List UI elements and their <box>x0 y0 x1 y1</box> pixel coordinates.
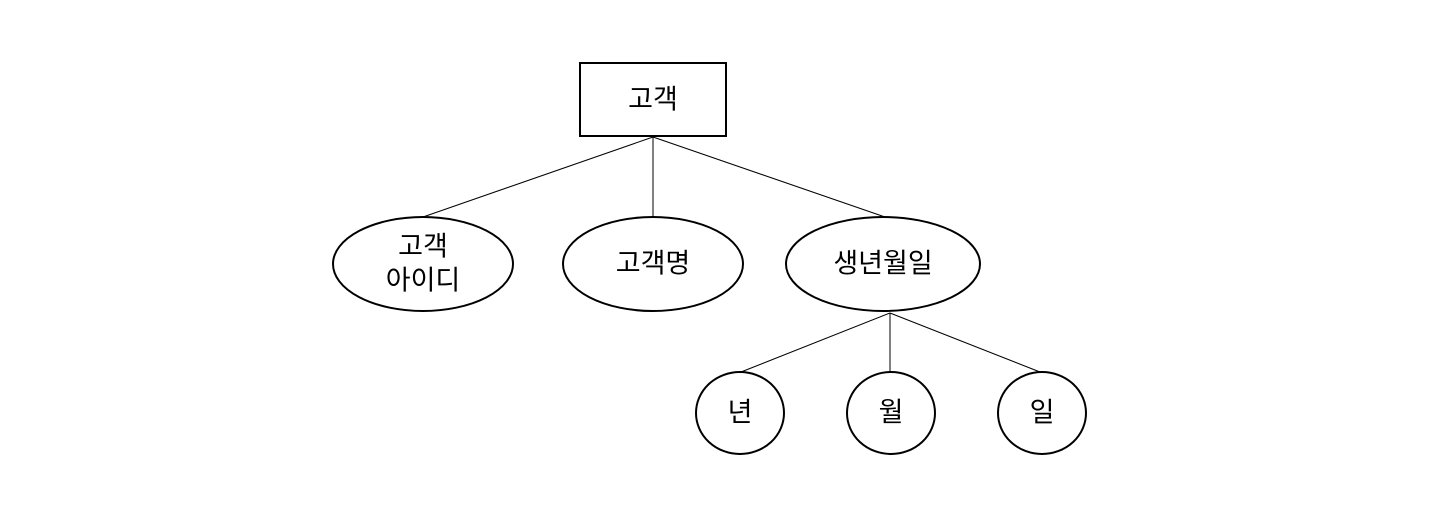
attribute-label-line1: 고객 <box>398 232 448 263</box>
sub-attribute-label: 일 <box>1030 398 1055 429</box>
edge-entity-to-customer-id <box>422 136 654 218</box>
sub-attribute-month: 월 <box>846 371 936 455</box>
edge-birth-date-to-year <box>740 312 891 373</box>
sub-attribute-ellipse <box>997 371 1087 455</box>
entity-customer: 고객 <box>579 62 727 137</box>
sub-attribute-day: 일 <box>997 371 1087 455</box>
attribute-ellipse <box>562 216 744 312</box>
sub-attribute-ellipse <box>846 371 936 455</box>
sub-attribute-label: 년 <box>728 398 753 429</box>
entity-box <box>579 62 727 137</box>
entity-label: 고객 <box>628 85 678 116</box>
attribute-label: 생년월일 <box>833 249 932 280</box>
edge-birth-date-to-day <box>889 312 1041 373</box>
attribute-customer-name: 고객명 <box>562 216 744 312</box>
attribute-customer-id: 고객 아이디 <box>332 216 514 312</box>
attribute-birth-date: 생년월일 <box>785 216 981 312</box>
sub-attribute-label: 월 <box>879 398 904 429</box>
sub-attribute-year: 년 <box>695 371 785 455</box>
edge-entity-to-birth-date <box>652 136 886 218</box>
sub-attribute-ellipse <box>695 371 785 455</box>
attribute-label-line2: 아이디 <box>386 266 461 297</box>
attribute-ellipse <box>332 216 514 312</box>
attribute-ellipse <box>785 216 981 312</box>
attribute-label: 고객명 <box>616 249 691 280</box>
